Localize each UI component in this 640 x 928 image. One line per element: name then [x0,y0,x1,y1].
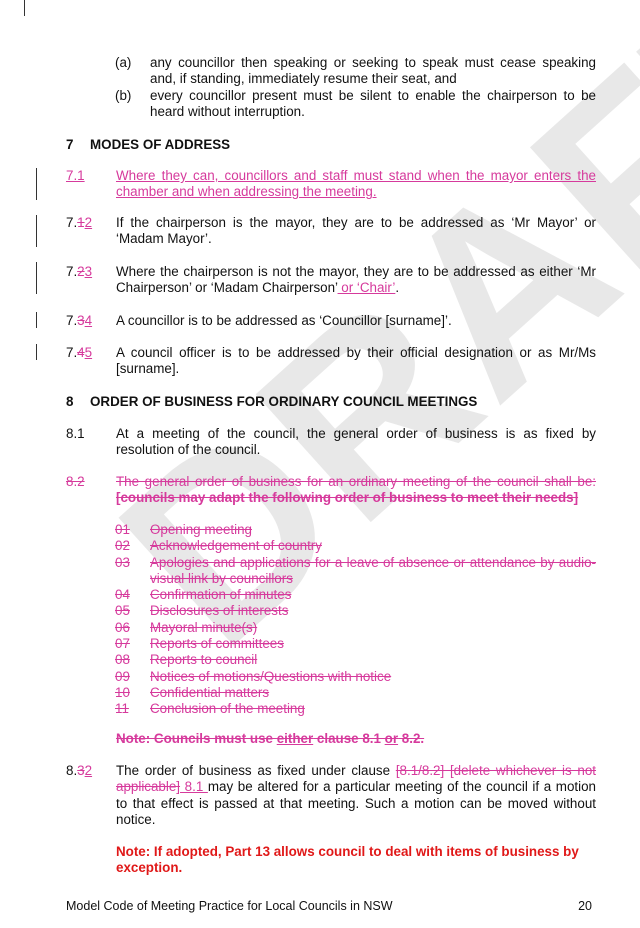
clause-7-2: 7.12 If the chairperson is the mayor, th… [66,215,596,247]
change-bar [36,262,37,294]
clause-7-4: 7.34 A councillor is to be addressed as … [66,313,452,328]
note-part-13: Note: If adopted, Part 13 allows council… [116,844,579,876]
page-number: 20 [578,899,592,913]
clause-7-5: 7.45 A council officer is to be addresse… [66,345,596,377]
note-clause-choice: Note: Councils must use either clause 8.… [116,731,425,746]
change-bar [24,0,25,16]
subclause-b: (b)every councillor present must be sile… [115,88,596,120]
change-bar [36,215,37,247]
change-bar [36,312,37,328]
clause-7-3: 7.23 Where the chairperson is not the ma… [66,264,596,296]
change-bar [36,168,37,200]
clause-8-3: 8.32 The order of business as fixed unde… [66,763,597,827]
footer-title: Model Code of Meeting Practice for Local… [66,899,393,913]
change-bar [36,344,37,360]
subclause-a: (a)any councillor then speaking or seeki… [115,55,596,87]
